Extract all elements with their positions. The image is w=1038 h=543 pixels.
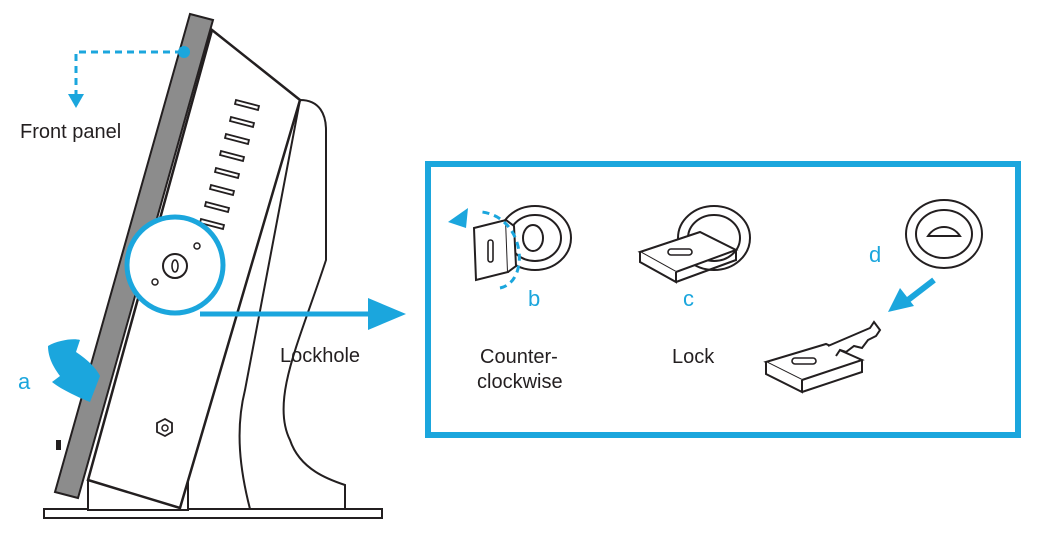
screw-small-2 <box>193 242 201 250</box>
label-lockhole: Lockhole <box>280 345 360 367</box>
step-c-illustration <box>637 205 751 284</box>
step-d-illustration <box>763 199 983 394</box>
label-counter-line1: Counter- <box>480 346 558 368</box>
label-step-b: b <box>528 286 540 311</box>
base-plate <box>43 508 383 519</box>
step-b-illustration <box>448 205 572 290</box>
counter-clockwise-arc <box>481 210 521 290</box>
key-d-blade <box>827 320 882 357</box>
label-step-c: c <box>683 286 694 311</box>
front-panel-dashed-leader <box>74 50 182 98</box>
stand <box>238 98 346 510</box>
callout-arrow-head <box>368 298 406 330</box>
counter-clockwise-arrow-head <box>448 208 468 228</box>
panel-edge-button <box>56 440 61 450</box>
label-front-panel: Front panel <box>20 121 121 143</box>
label-step-d: d <box>869 242 881 267</box>
remove-arrow <box>906 277 936 303</box>
vent-slots <box>198 98 261 231</box>
label-lock: Lock <box>672 346 715 368</box>
remove-arrow-head <box>888 288 914 312</box>
front-panel-arrow-head <box>68 94 84 108</box>
step-a-curved-arrow <box>48 339 100 402</box>
screw-small-1 <box>151 278 159 286</box>
label-step-a: a <box>18 369 31 394</box>
device-side-view <box>43 12 383 519</box>
lockhole-slot <box>171 259 179 273</box>
label-counter-line2: clockwise <box>477 371 563 393</box>
front-panel-dot <box>178 46 190 58</box>
hex-screw-center <box>161 424 169 432</box>
